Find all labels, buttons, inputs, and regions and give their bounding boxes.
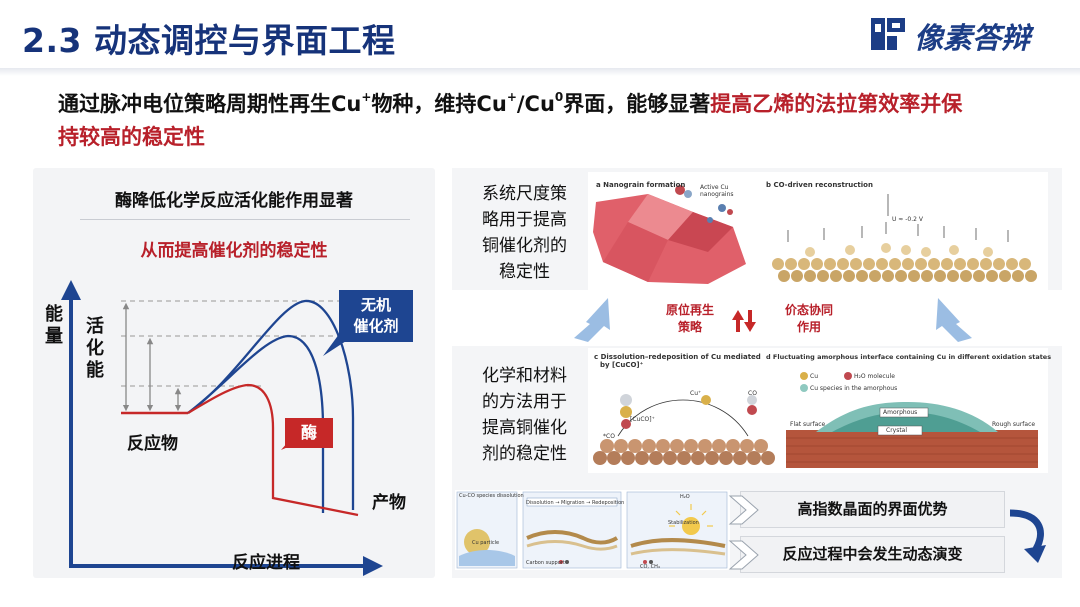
chevron-right-icon — [728, 540, 759, 570]
fig-d-label-1: Flat surface — [790, 421, 826, 428]
fig-d-label-4: Crystal — [886, 427, 908, 434]
lead-line-1: 通过脉冲电位策略周期性再生Cu+物种，维持Cu+/Cu0界面，能够显著提高乙烯的… — [58, 88, 962, 118]
chevron-right-icon — [728, 495, 759, 525]
energy-axis-label: 能 量 — [45, 304, 63, 347]
fig-d-title: d Fluctuating amorphous interface contai… — [766, 353, 1052, 361]
strip-label-4: Carbon support — [526, 560, 565, 566]
activation-energy-label: 活 化 能 — [86, 316, 104, 381]
panel-divider — [80, 219, 410, 220]
fig-c-label-3: *CO — [603, 433, 615, 440]
uncatalyzed-curve — [187, 299, 355, 510]
product-label: 产物 — [372, 493, 406, 513]
inorganic-curve — [187, 334, 325, 513]
inorganic-catalyst-badge: 无机 催化剂 — [339, 290, 413, 342]
up-arrow-left — [574, 298, 610, 342]
reconstruction-figure — [588, 172, 1048, 290]
fig-c-title-1: c Dissolution–redeposition of Cu mediate… — [594, 353, 761, 361]
lead-sup-a: + — [361, 90, 372, 104]
page-title: 2.3 动态调控与界面工程 — [22, 21, 396, 60]
lead-text-c: /Cu — [516, 92, 555, 116]
reactant-label: 反应物 — [127, 434, 178, 454]
logo-icon — [871, 18, 905, 50]
strip-label-2: Dissolution → Migration → Redeposition — [526, 500, 625, 506]
fig-c-title-2: by [CuCO]⁺ — [600, 361, 644, 369]
fig-b-note: U ≈ -0.2 V — [892, 216, 923, 223]
lead-highlight: 提高乙烯的法拉第效率并保 — [710, 92, 963, 116]
fig-d-label-2: Rough surface — [992, 421, 1036, 428]
lead-line-2: 持较高的稳定性 — [58, 125, 205, 149]
fig-d-label-3: Amorphous — [883, 409, 918, 416]
dynamic-evolution-box: 反应过程中会发生动态演变 — [740, 536, 1005, 573]
high-index-facet-box: 高指数晶面的界面优势 — [740, 491, 1005, 528]
strip-label-1: Cu-CO species dissolution — [459, 493, 524, 499]
fig-d-legend-1: Cu — [810, 373, 818, 380]
header-divider — [0, 68, 1080, 76]
fig-a-title: a Nanograin formation — [596, 181, 686, 189]
strip-label-5: Stabilization — [668, 520, 699, 526]
logo-text: 像素答辩 — [914, 21, 1031, 55]
cycle-arrow-icon — [1009, 509, 1046, 563]
system-strategy-text: 系统尺度策 略用于提高 铜催化剂的 稳定性 — [482, 184, 567, 282]
chemical-strategy-text: 化学和材料 的方法用于 提高铜催化 剂的稳定性 — [482, 366, 567, 464]
strip-label-6: H₂O — [680, 494, 690, 500]
migration-figure-strip — [455, 490, 730, 570]
fig-c-label-2: Cu⁺ — [690, 390, 702, 397]
fig-d-legend-3: Cu species in the amorphous — [810, 385, 898, 392]
fig-a-note-2: nanograins — [700, 191, 734, 198]
double-arrow — [732, 310, 756, 332]
enzyme-statement: 酶降低化学反应活化能作用显著 — [115, 191, 353, 211]
enzyme-badge: 酶 — [285, 418, 333, 448]
lead-sup-b: + — [506, 90, 517, 104]
stability-statement: 从而提高催化剂的稳定性 — [140, 241, 328, 261]
in-situ-regeneration-label: 原位再生 策略 — [665, 303, 714, 334]
energy-diagram — [61, 280, 383, 576]
enzyme-curve — [187, 383, 359, 517]
lead-text-d: 界面，能够显著 — [563, 92, 711, 116]
fig-a-note-1: Active Cu — [700, 184, 729, 191]
fig-b-title: b CO-driven reconstruction — [766, 181, 873, 189]
lead-text-a: 通过脉冲电位策略周期性再生Cu — [58, 92, 362, 116]
lead-text-b: 物种，维持Cu — [371, 92, 507, 116]
fig-c-label-1: [CuCO]⁺ — [630, 416, 655, 423]
lead-sup-c: 0 — [554, 90, 564, 104]
progress-axis-label: 反应进程 — [232, 553, 300, 573]
redeposition-figure — [588, 348, 1048, 473]
strategy-arrows — [452, 290, 1062, 346]
valence-synergy-label: 价态协同 作用 — [784, 303, 833, 334]
strip-label-7: CO, CH₄ — [640, 564, 660, 570]
fig-c-label-4: CO — [748, 390, 757, 397]
fig-d-legend-2: H₂O molecule — [854, 373, 895, 380]
up-arrow-right — [936, 298, 972, 342]
strip-label-3: Cu particle — [472, 540, 500, 546]
